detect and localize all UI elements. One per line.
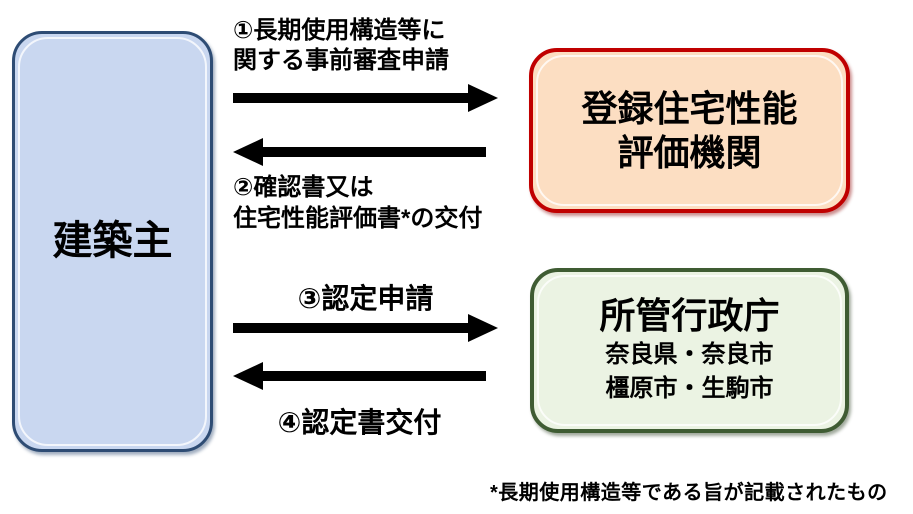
arrow-3-shaft [233,323,471,333]
arrow-3-right-icon [233,314,498,342]
arrow-4-shaft [260,371,486,381]
evaluation-org-name-line2: 評価機関 [617,131,762,173]
arrow-4-left-icon [233,362,486,390]
arrow-1-label-line1: ①長期使用構造等に [233,17,446,44]
arrow-2-label: ②確認書又は 住宅性能評価書*の交付 [233,172,482,234]
admin-agency-jurisdiction-line1: 奈良県・奈良市 [605,340,774,368]
admin-agency-title: 所管行政庁 [599,294,780,336]
actor-box-kenchikunushi: 建築主 [12,31,213,452]
arrow-2-shaft [260,147,486,157]
arrow-4-label: ④認定書交付 [277,407,442,438]
arrow-1-right-icon [233,84,498,112]
arrow-2-label-line1: ②確認書又は [233,174,374,201]
arrow-1-head [468,84,498,112]
arrow-3-head [468,314,498,342]
arrow-2-head [233,138,263,166]
arrow-2-label-line2: 住宅性能評価書*の交付 [233,205,483,232]
arrow-4-head [233,362,263,390]
arrow-1-shaft [233,93,471,103]
arrow-1-label: ①長期使用構造等に 関する事前審査申請 [233,16,449,76]
arrow-2-left-icon [233,138,486,166]
evaluation-org-box: 登録住宅性能 評価機関 [529,48,850,213]
admin-agency-box: 所管行政庁 奈良県・奈良市 橿原市・生駒市 [530,268,849,433]
actor-label: 建築主 [52,219,173,264]
admin-agency-jurisdiction-line2: 橿原市・生駒市 [605,375,774,403]
evaluation-org-name-line1: 登録住宅性能 [581,87,798,129]
arrow-3-label: ③認定申請 [297,283,434,314]
arrow-1-label-line2: 関する事前審査申請 [233,47,449,74]
footnote: *長期使用構造等である旨が記載されたもの [490,482,888,504]
